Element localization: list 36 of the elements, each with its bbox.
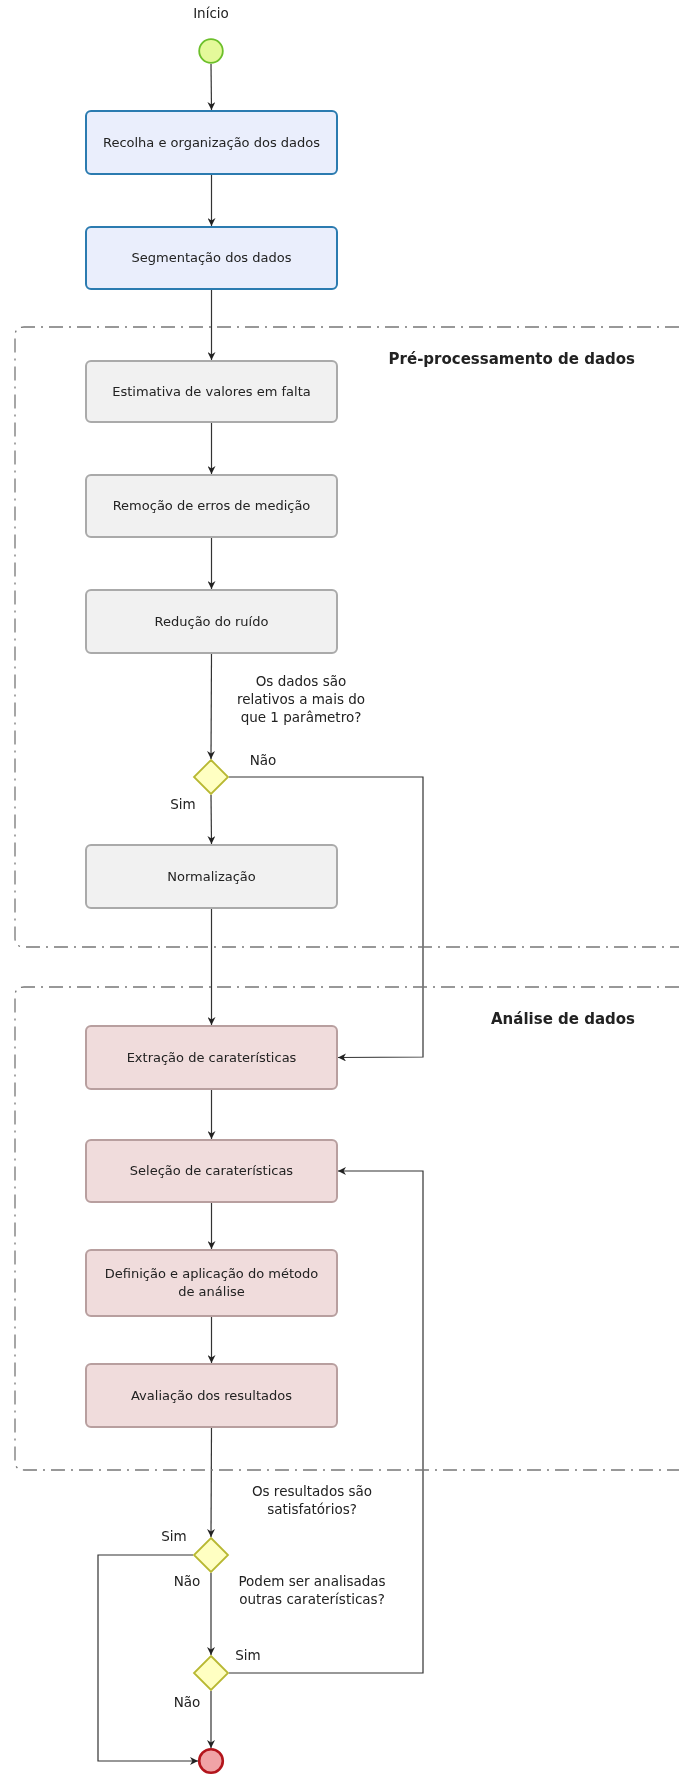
arrow [97, 1554, 199, 1765]
event-label: Início [192, 4, 230, 23]
arrow [207, 794, 216, 845]
arrow [207, 1690, 215, 1749]
group-title: Pré-processamento de dados [388, 350, 635, 368]
process-box: Segmentação dos dados [85, 226, 338, 290]
process-box: Redução do ruído [85, 589, 338, 654]
arrow [207, 63, 216, 111]
arrow [207, 653, 216, 760]
arrow [207, 174, 216, 227]
process-box: Recolha e organização dos dados [85, 110, 338, 175]
decision-question: Podem ser analisadas outras caraterísticas? [237, 1572, 387, 1609]
arrow [207, 1089, 216, 1140]
process-box: Remoção de erros de medição [85, 474, 338, 538]
arrow [207, 1427, 216, 1538]
process-box: Seleção de caraterísticas [85, 1139, 338, 1203]
decision-question: Os resultados são satisfatórios? [250, 1482, 374, 1519]
arrow [207, 1316, 216, 1364]
arrow [228, 776, 424, 1062]
group-title: Análise de dados [491, 1010, 635, 1028]
process-box: Estimativa de valores em falta [85, 360, 338, 423]
edge-label: Sim [233, 1647, 263, 1663]
arrow [207, 289, 216, 361]
process-box: Extração de caraterísticas [85, 1025, 338, 1090]
arrow [228, 1167, 424, 1674]
process-box: Avaliação dos resultados [85, 1363, 338, 1428]
process-box: Normalização [85, 844, 338, 909]
decision-question: Os dados são relativos a mais do que 1 parâmetro? [235, 672, 367, 727]
arrow [207, 1202, 216, 1250]
process-box: Definição e aplicação do método de análise [85, 1249, 338, 1317]
arrow [207, 537, 216, 590]
edge-label: Sim [168, 796, 198, 812]
arrow [207, 1572, 215, 1656]
arrow [207, 422, 216, 475]
arrow [207, 908, 216, 1026]
edge-label: Sim [159, 1528, 189, 1544]
